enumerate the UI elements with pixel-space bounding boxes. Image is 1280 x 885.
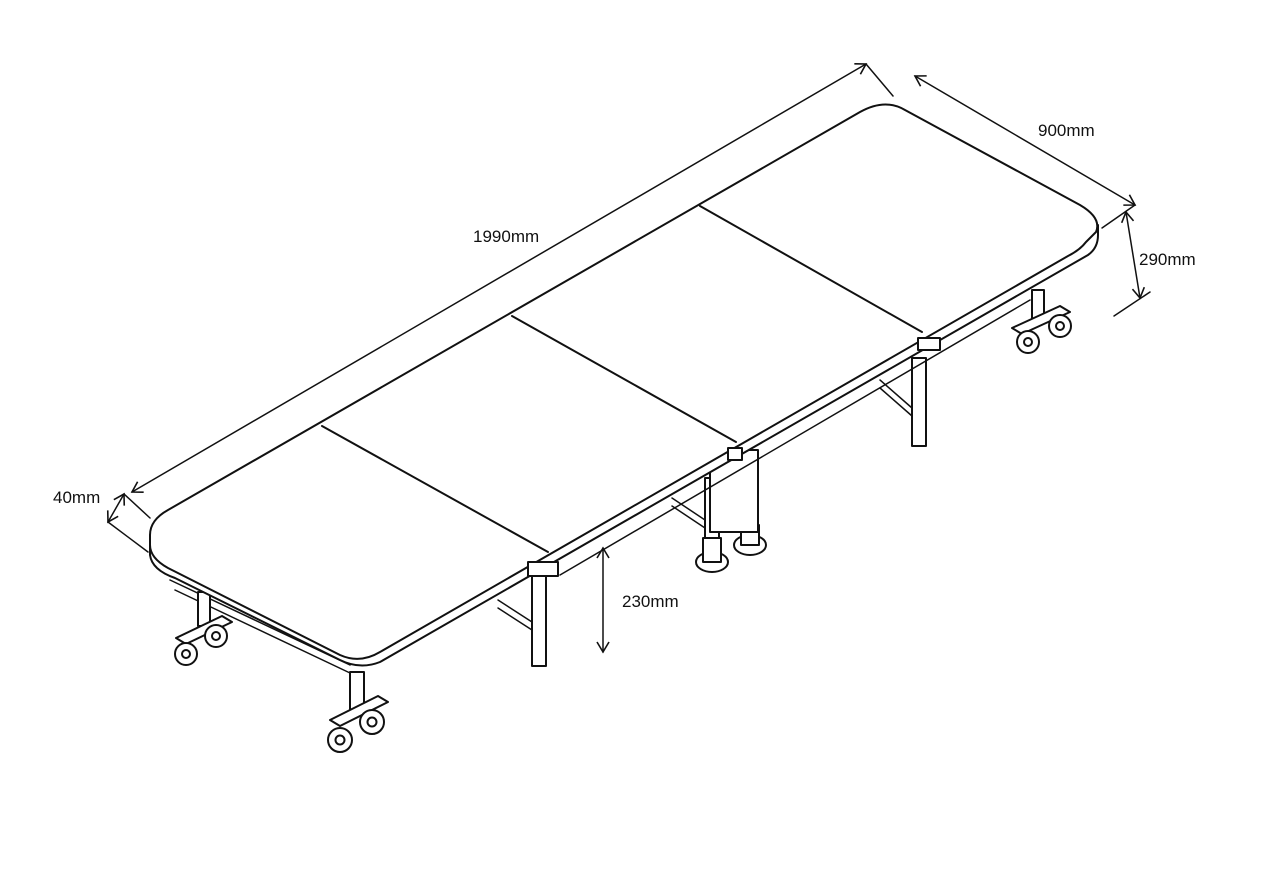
- thickness-label: 40mm: [53, 488, 101, 507]
- caster-front-left: [174, 615, 233, 666]
- caster-wheels: [174, 305, 1072, 753]
- middle-leg-back: [911, 357, 927, 447]
- middle-leg-front: [531, 571, 547, 667]
- thickness-dimension-line: [106, 492, 126, 524]
- dimension-lines: [106, 63, 1151, 654]
- bed-height-dimension-line: [1120, 210, 1146, 300]
- length-dimension-line: [130, 63, 868, 493]
- mattress-top-surface: [149, 103, 1099, 660]
- length-label: 1990mm: [473, 227, 540, 246]
- mattress-deck: [149, 103, 1099, 667]
- caster-front-right: [327, 695, 389, 753]
- caster-back: [1011, 305, 1072, 354]
- width-dimension-line: [913, 75, 1137, 206]
- bed-height-label: 290mm: [1139, 250, 1196, 269]
- leg-height-label: 230mm: [622, 592, 679, 611]
- width-label: 900mm: [1038, 121, 1095, 140]
